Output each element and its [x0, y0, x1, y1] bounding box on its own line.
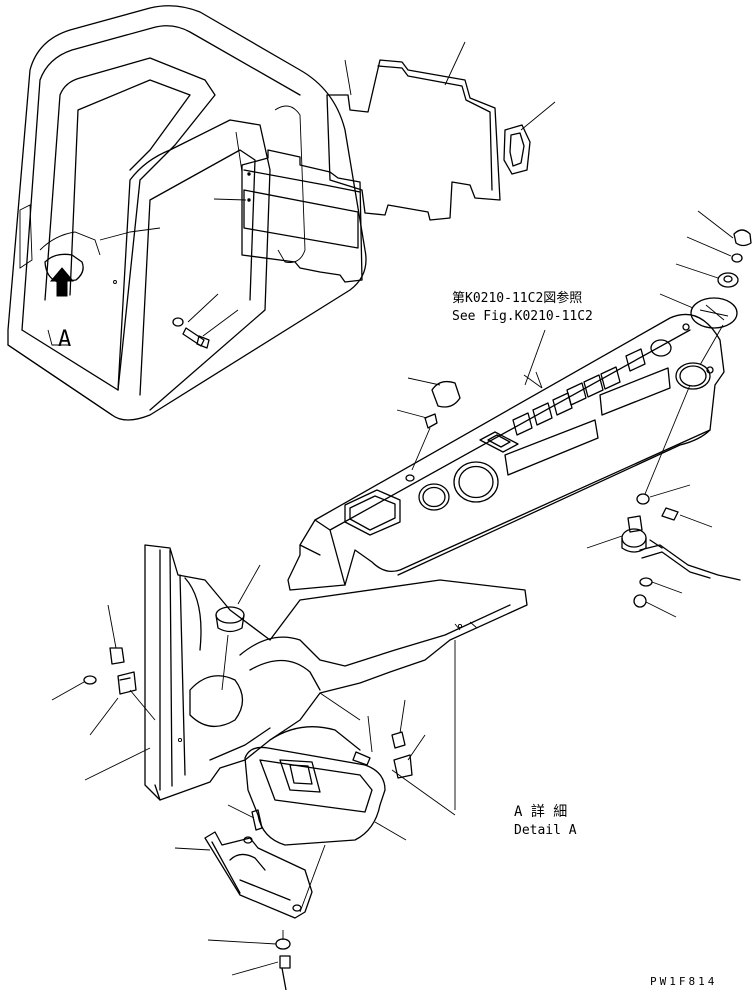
- nut-small: [686, 236, 743, 263]
- cover-disc: [659, 293, 738, 366]
- insulation-sheet-large: [326, 41, 501, 221]
- rubber-cap: [215, 564, 261, 691]
- view-arrow-icon: [49, 267, 75, 297]
- clip-bolt-left: [51, 604, 156, 736]
- knob-lever: [407, 377, 461, 408]
- reference-note-en: See Fig.K0210-11C2: [452, 309, 593, 324]
- frame-leaders: [84, 747, 151, 781]
- drawing-code: PW1F814: [650, 975, 717, 988]
- detail-caption-en: Detail A: [514, 823, 577, 838]
- key-switch-assembly: [586, 384, 741, 618]
- detail-caption-jp: A 詳 細: [514, 804, 567, 820]
- cab-bolt: [172, 293, 239, 349]
- detail-leader-lines: [319, 640, 456, 810]
- console-stand-frame: [144, 544, 528, 801]
- cup-holder-housing: [244, 726, 407, 846]
- clip-bolt-right: [352, 699, 456, 816]
- bolt-small: [396, 409, 438, 482]
- reference-note-jp: 第K0210-11C2図参照: [452, 290, 582, 306]
- washer-plate: [675, 263, 739, 288]
- cab-frame: [7, 5, 367, 421]
- lower-bracket: [174, 804, 326, 990]
- knob-cap: [697, 210, 752, 247]
- insulation-sheet-small: [213, 131, 363, 283]
- monitor-console-panel: [287, 313, 725, 591]
- view-label: A: [58, 327, 71, 352]
- grommet-plate: [503, 101, 556, 175]
